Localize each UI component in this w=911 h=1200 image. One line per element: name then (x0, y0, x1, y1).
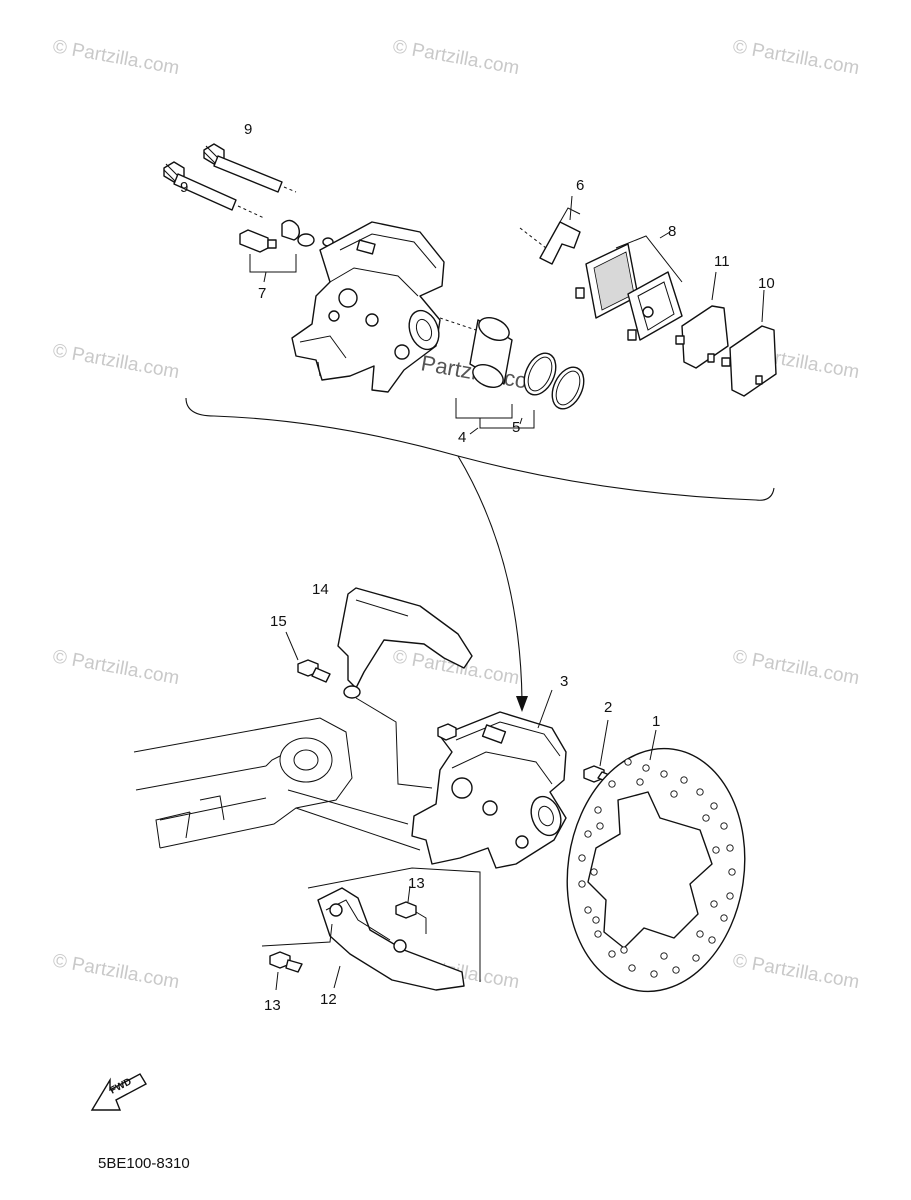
pad-shim-10 (721, 289, 777, 397)
group-brace (185, 397, 775, 501)
caliper-guard (261, 867, 481, 991)
callout-3[interactable]: 3 (560, 673, 568, 690)
caliper-piston (439, 316, 513, 389)
callout-5[interactable]: 5 (512, 419, 520, 436)
callout-4[interactable]: 4 (458, 429, 466, 446)
callout-9-lower[interactable]: 9 (180, 179, 188, 196)
watermark: © Partzilla.com (51, 340, 181, 383)
slide-pin-upper (203, 143, 297, 193)
exploded-caliper-view (163, 143, 777, 501)
callout-12[interactable]: 12 (320, 991, 337, 1008)
bleed-screw (239, 219, 334, 283)
fwd-arrow-icon: FWD (90, 1073, 147, 1111)
callout-11[interactable]: 11 (714, 253, 730, 270)
slide-pin-lower (163, 161, 265, 219)
callout-13-left[interactable]: 13 (264, 997, 281, 1014)
caliper-bracket (337, 587, 473, 789)
callout-10[interactable]: 10 (758, 275, 775, 292)
brake-pad-inner (575, 243, 639, 319)
callout-14[interactable]: 14 (312, 581, 329, 598)
diagram-code: 5BE100-8310 (98, 1155, 190, 1172)
watermark: © Partzilla.com (51, 950, 181, 993)
watermark: © Partzilla.com (51, 646, 181, 689)
callout-9-upper[interactable]: 9 (244, 121, 252, 138)
callout-7[interactable]: 7 (258, 285, 266, 302)
callout-1[interactable]: 1 (652, 713, 660, 730)
watermark: © Partzilla.com (731, 950, 861, 993)
disc-bolt (583, 719, 613, 783)
callout-2[interactable]: 2 (604, 699, 612, 716)
watermark: © Partzilla.com (391, 36, 521, 79)
swingarm (133, 717, 421, 851)
guard-bolts (269, 885, 427, 991)
watermark: © Partzilla.com (731, 36, 861, 79)
callout-13-right[interactable]: 13 (408, 875, 425, 892)
pad-spring (519, 195, 581, 265)
callout-6[interactable]: 6 (576, 177, 584, 194)
watermark: © Partzilla.com (51, 36, 181, 79)
callout-15[interactable]: 15 (270, 613, 287, 630)
caliper-body-upper (291, 221, 445, 393)
caliper-assembly (411, 689, 567, 869)
assembly-arrow (457, 455, 528, 712)
piston-seals (455, 352, 585, 435)
brake-pad-outer (615, 231, 683, 341)
pad-shim-11 (675, 271, 729, 369)
brake-disc (566, 729, 746, 993)
watermark: © Partzilla.com (731, 646, 861, 689)
callout-8[interactable]: 8 (668, 223, 676, 240)
bracket-bolt (285, 631, 331, 683)
callouts: 9 9 7 6 8 11 10 4 5 14 15 3 2 1 13 13 12 (180, 121, 775, 1014)
